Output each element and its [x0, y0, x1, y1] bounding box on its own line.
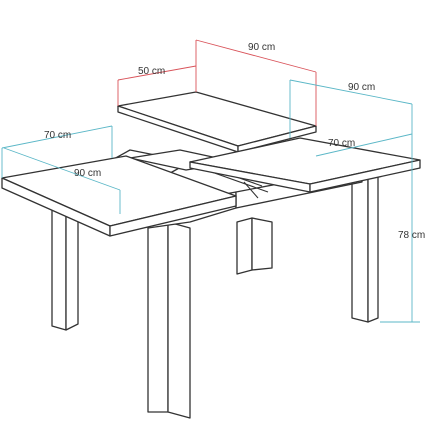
- middle-back-leg: [236, 217, 253, 275]
- right-leaf-edge-right: [309, 159, 421, 193]
- front-right-leg-side: [367, 171, 379, 323]
- dim-ext-depth-line: [117, 65, 197, 81]
- label-height: 78 cm: [398, 230, 425, 241]
- dim-left-depth-line: [1, 125, 113, 149]
- front-left-leg-side: [167, 221, 191, 419]
- center-extension: [117, 91, 317, 153]
- label-left-leaf-width: 90 cm: [74, 168, 101, 179]
- front-left-leg: [147, 221, 169, 413]
- dim-right-depth-line: [315, 133, 413, 157]
- red-dimension-lines: [117, 39, 317, 126]
- dim-ext-width-line: [195, 39, 317, 73]
- label-extension-width: 90 cm: [248, 42, 275, 53]
- dimension-labels: 90 cm 50 cm 90 cm 70 cm 70 cm 90 cm 78 c…: [44, 42, 425, 241]
- left-leaf-edge-front: [109, 195, 237, 237]
- middle-back-leg-side: [251, 217, 273, 271]
- label-extension-depth: 50 cm: [138, 66, 165, 77]
- back-left-leg: [51, 207, 67, 331]
- left-leaf: [1, 155, 237, 237]
- table-legs: [51, 171, 379, 419]
- front-right-leg: [351, 171, 369, 323]
- dim-right-width-line: [289, 79, 413, 105]
- cyan-dimension-lines: [1, 79, 420, 323]
- label-right-leaf-depth: 70 cm: [328, 138, 355, 149]
- label-right-leaf-width: 90 cm: [348, 82, 375, 93]
- back-left-leg-side: [65, 205, 79, 331]
- rail-line-3: [243, 181, 259, 199]
- label-left-leaf-depth: 70 cm: [44, 130, 71, 141]
- dim-left-width-line: [3, 147, 121, 191]
- right-leaf: [189, 137, 421, 193]
